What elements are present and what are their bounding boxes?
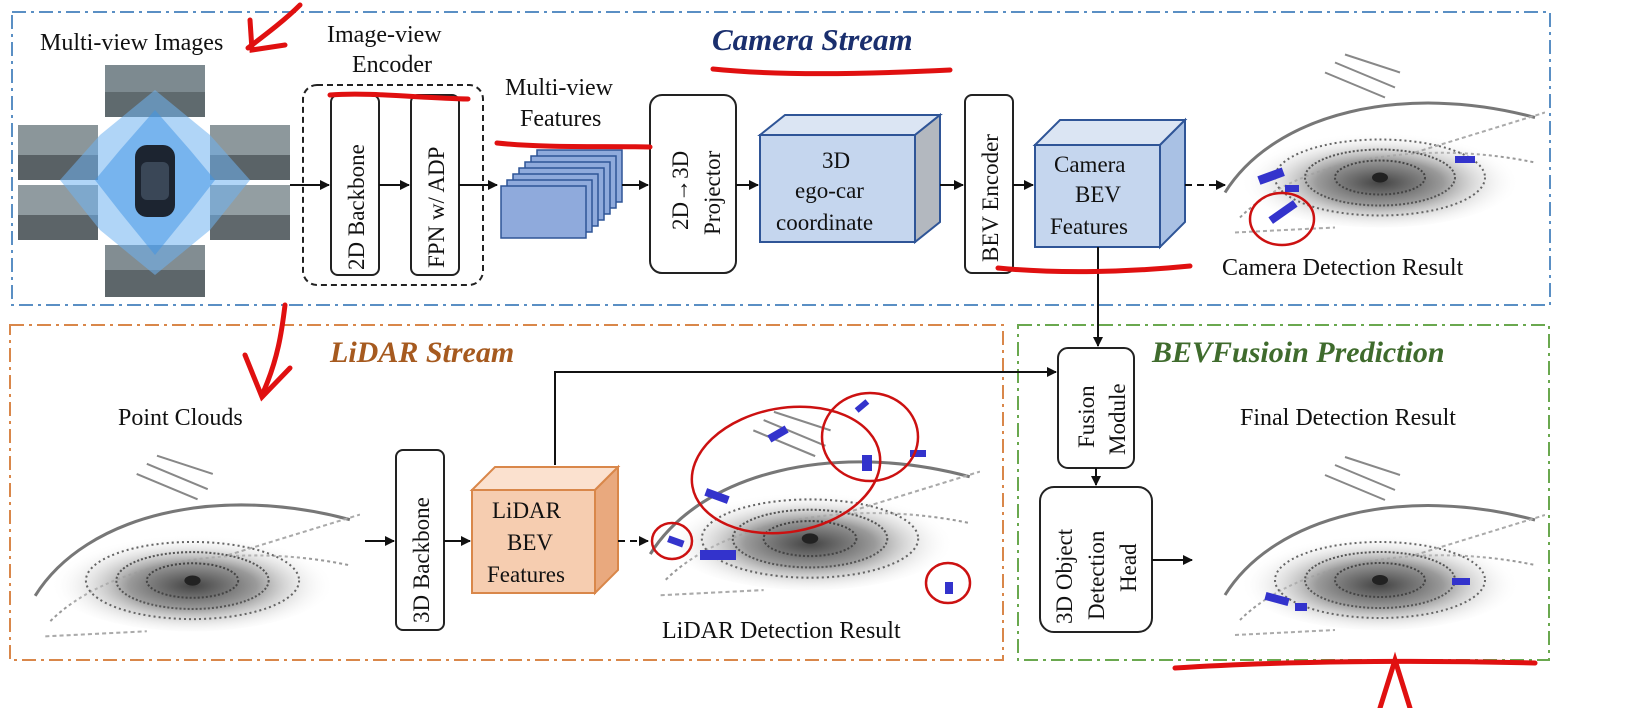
fusion-module-text-2: Module (1105, 383, 1130, 455)
ego-text-3: coordinate (776, 210, 873, 235)
lidar-result-label: LiDAR Detection Result (662, 618, 901, 644)
camera-stream-border (11, 11, 1551, 306)
encoder-label-2: Encoder (352, 52, 432, 78)
fusion-title: BEVFusioin Prediction (1151, 336, 1445, 369)
detection-head-text-2: Detection (1084, 530, 1109, 620)
fpn-text: FPN w/ ADP (424, 147, 449, 268)
image-view-encoder-group (302, 84, 484, 286)
point-clouds-visual (33, 454, 360, 638)
lidar-bev-cuboid (469, 464, 621, 596)
camera-bev-cuboid (1032, 117, 1188, 250)
ego-car-cuboid (757, 112, 943, 245)
point-clouds-label: Point Clouds (118, 405, 243, 431)
lidar-stream-title: LiDAR Stream (329, 336, 514, 369)
lidar-bev-text-3: Features (487, 562, 565, 587)
ego-text-2: ego-car (795, 178, 864, 203)
features-label-2: Features (520, 106, 601, 132)
camera-detection-pointcloud (1223, 52, 1545, 247)
lidar-bev-text-2: BEV (507, 530, 553, 555)
cam-bev-text-2: BEV (1075, 182, 1121, 207)
multiview-feature-stack (500, 149, 623, 239)
camera-result-label: Camera Detection Result (1222, 255, 1464, 281)
detection-head-text-1: 3D Object (1052, 528, 1077, 624)
projector-text-2: Projector (700, 150, 725, 235)
lidar-bev-text-1: LiDAR (492, 498, 562, 523)
bev-encoder-text: BEV Encoder (978, 134, 1003, 262)
features-label-1: Multi-view (505, 75, 614, 101)
cam-bev-text-3: Features (1050, 214, 1128, 239)
multiview-images-label: Multi-view Images (40, 30, 223, 56)
detection-head-text-3: Head (1116, 543, 1141, 592)
projector-text-1: 2D→3D (668, 151, 693, 230)
fusion-module-text-1: Fusion (1074, 385, 1099, 448)
final-result-label: Final Detection Result (1240, 405, 1456, 431)
backbone-3d-text: 3D Backbone (409, 497, 434, 623)
backbone-2d-text: 2D Backbone (344, 144, 369, 270)
lidar-stream-border (9, 324, 1004, 661)
flow-arrows (290, 180, 1226, 565)
camera-stream-title: Camera Stream (712, 22, 913, 57)
ego-text-1: 3D (822, 148, 850, 173)
lidar-detection-pointcloud (648, 391, 980, 605)
red-annotations (242, 2, 1538, 708)
multiview-images (18, 65, 290, 297)
encoder-label-1: Image-view (327, 22, 442, 48)
cam-bev-text-1: Camera (1054, 152, 1126, 177)
final-detection-pointcloud (1223, 455, 1545, 637)
